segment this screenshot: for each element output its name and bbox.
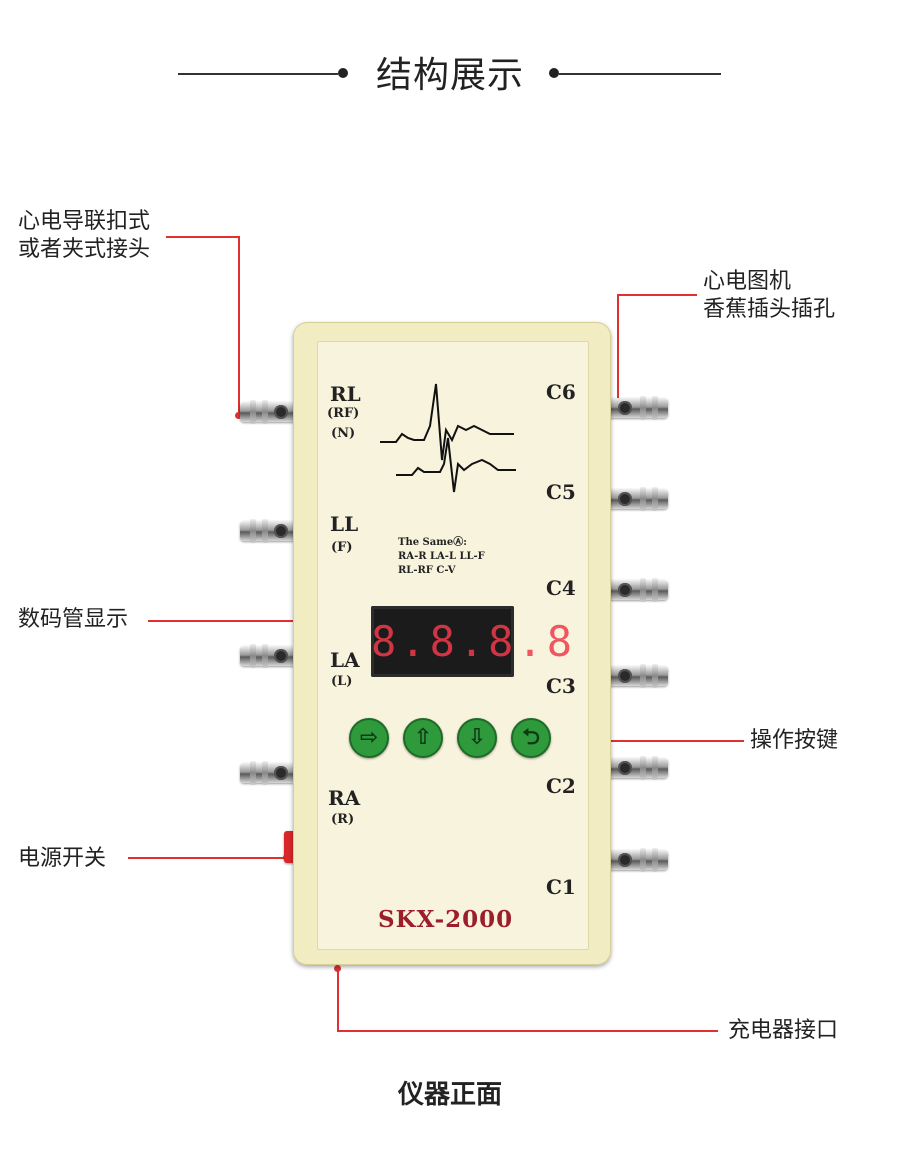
next-button[interactable]: ⇨: [349, 718, 389, 758]
leader-connector-v: [238, 236, 240, 414]
heading-dot-right: [549, 68, 559, 78]
electrode-jack-c3[interactable]: [608, 664, 668, 688]
ecg-waveform-icon: [380, 383, 516, 493]
callout-connector-line1: 心电导联扣式: [18, 209, 151, 234]
leader-charger-v: [337, 969, 339, 1031]
electrode-jack-c4[interactable]: [608, 578, 668, 602]
callout-ecg-socket: 心电图机 香蕉插头插孔: [703, 268, 835, 324]
return-icon: ⮌: [522, 725, 540, 750]
leader-charger-dot: [334, 965, 341, 972]
heading-line-right: [559, 73, 721, 75]
leader-connector-dot: [235, 412, 242, 419]
callout-connector-line2: 或者夹式接头: [18, 237, 151, 262]
channel-label-c5: C5: [546, 480, 576, 504]
led-display: 8.8.8.8: [371, 606, 577, 677]
lead-sub-rf: (RF): [327, 406, 360, 421]
arrow-right-icon: ⇨: [359, 725, 379, 750]
return-button[interactable]: ⮌: [511, 718, 551, 758]
electrode-jack-c6[interactable]: [608, 396, 668, 420]
arrow-down-icon: ⇩: [467, 725, 487, 750]
callout-buttons: 操作按键: [750, 728, 839, 753]
figure-caption: 仪器正面: [397, 1080, 502, 1110]
electrode-jack-rl[interactable]: [240, 400, 296, 424]
callout-connector: 心电导联扣式 或者夹式接头: [18, 208, 150, 264]
lead-label-la: LA: [330, 648, 360, 672]
callout-display: 数码管显示: [18, 607, 129, 632]
electrode-jack-ra[interactable]: [240, 761, 296, 785]
leader-ecg-v: [617, 294, 619, 410]
callout-power: 电源开关: [18, 846, 107, 871]
page-heading: 结构展示: [375, 55, 524, 96]
heading-dot-left: [338, 68, 348, 78]
channel-label-c6: C6: [546, 380, 576, 404]
leader-charger-h: [337, 1030, 718, 1032]
lead-sub-r: (R): [331, 812, 355, 827]
leader-ecg-h: [617, 294, 697, 296]
electrode-jack-c1[interactable]: [608, 848, 668, 872]
callout-charger: 充电器接口: [728, 1018, 839, 1043]
electrode-jack-c5[interactable]: [608, 487, 668, 511]
callout-ecg-line1: 心电图机: [703, 269, 792, 294]
leader-display: [148, 620, 372, 622]
heading-line-left: [178, 73, 338, 75]
lead-label-rl: RL: [330, 382, 361, 406]
legend-line1: The SameⒶ:: [398, 537, 467, 548]
leader-buttons: [534, 740, 744, 742]
electrode-jack-ll[interactable]: [240, 519, 296, 543]
channel-label-c4: C4: [546, 576, 576, 600]
channel-label-c2: C2: [546, 774, 576, 798]
lead-sub-n: (N): [331, 426, 356, 441]
legend-line2: RA-R LA-L LL-F: [398, 551, 485, 562]
arrow-up-icon: ⇧: [413, 725, 433, 750]
up-button[interactable]: ⇧: [403, 718, 443, 758]
led-digits: 8.8.8.8: [371, 617, 577, 666]
lead-sub-f: (F): [331, 540, 353, 555]
lead-sub-l: (L): [331, 674, 353, 689]
leader-power: [128, 857, 286, 859]
model-name: SKX-2000: [378, 906, 514, 933]
lead-mapping-legend: The SameⒶ: RA-R LA-L LL-F RL-RF C-V: [398, 536, 485, 578]
lead-label-ll: LL: [330, 512, 359, 536]
channel-label-c3: C3: [546, 674, 576, 698]
lead-label-ra: RA: [328, 786, 361, 810]
channel-label-c1: C1: [546, 875, 576, 899]
electrode-jack-la[interactable]: [240, 644, 296, 668]
callout-ecg-line2: 香蕉插头插孔: [703, 297, 836, 322]
leader-connector-h: [166, 236, 240, 238]
electrode-jack-c2[interactable]: [608, 756, 668, 780]
legend-line3: RL-RF C-V: [398, 565, 456, 576]
down-button[interactable]: ⇩: [457, 718, 497, 758]
